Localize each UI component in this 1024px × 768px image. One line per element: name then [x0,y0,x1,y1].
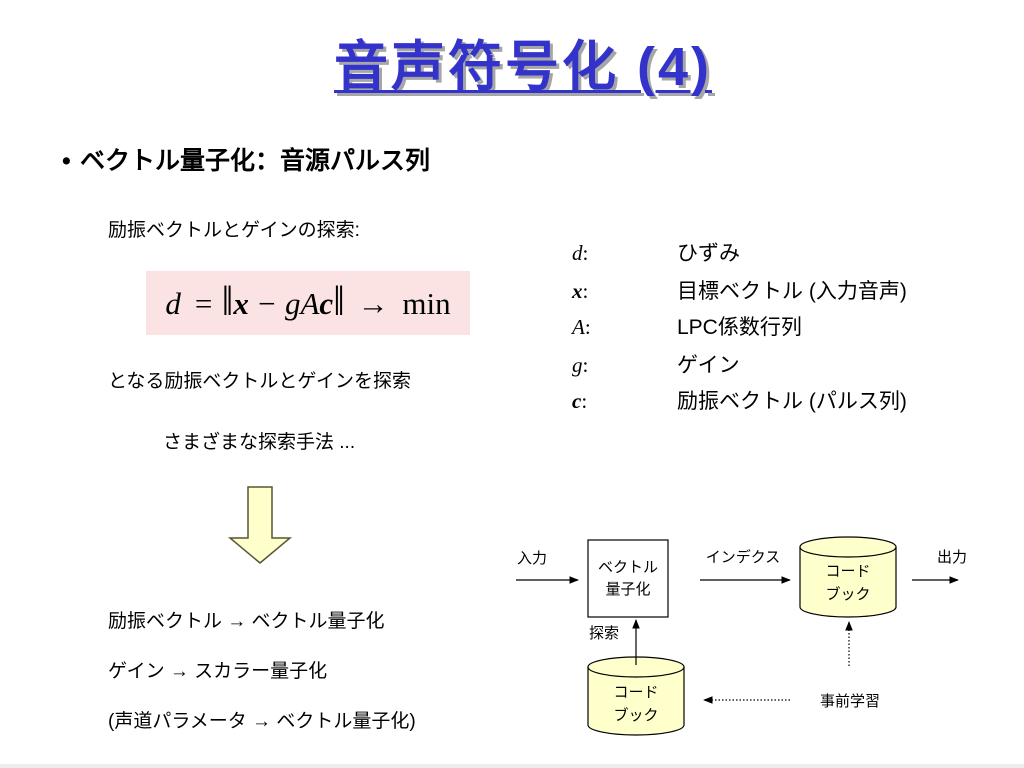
quantization-line-excitation: 励振ベクトル → ベクトル量子化 [108,611,385,632]
search-methods-text: さまざまな探索手法 ... [163,432,356,453]
legend-row-g: g:ゲイン [572,354,740,377]
legend-symbol: x [572,279,583,303]
legend-symbol: c [572,389,582,413]
formula-norm-open: ‖ [221,279,234,326]
output-label: 出力 [937,549,967,566]
legend-symbol-cell: c: [572,391,677,412]
training-label: 事前学習 [820,693,880,710]
legend-colon: : [582,241,589,265]
legend-description: ひずみ [677,242,740,265]
vector-quantizer-label-line1: ベクトル [598,559,658,576]
legend-description: LPC係数行列 [677,316,802,339]
legend-description: 目標ベクトル (入力音声) [677,280,907,303]
formula-arrow: → [357,285,389,321]
search-label-diagram: 探索 [589,625,619,642]
codebook-main-body [799,546,897,618]
codebook-main-label-line2: ブック [825,585,870,603]
quantization-line-vocal-tract: (声道パラメータ → ベクトル量子化) [108,711,416,732]
search-result-text: となる励振ベクトルとゲインを探索 [108,371,412,392]
index-label: インデクス [706,548,781,566]
formula-minus: − [258,285,276,321]
bullet-heading-text: ベクトル量子化：音源パルス列 [80,147,431,175]
formula-c: c [319,285,334,321]
legend-row-A: A:LPC係数行列 [572,316,802,339]
legend-row-d: d:ひずみ [572,242,740,265]
legend-row-x: x:目標ベクトル (入力音声) [572,280,907,303]
legend-colon: : [581,389,588,413]
formula-equals: = [194,285,213,321]
legend-row-c: c:励振ベクトル (パルス列) [572,390,907,413]
formula-box: d = ‖ x − g A c ‖ → min [146,271,470,335]
formula-d: d [165,285,181,321]
legend-symbol: d [572,241,583,265]
formula-x: x [233,285,249,321]
legend-symbol-cell: x: [572,281,677,302]
down-arrow [228,486,292,564]
bullet-marker: • [62,147,71,175]
formula-min: min [402,285,451,321]
legend-colon: : [584,315,591,339]
quantization-line-gain: ゲイン → スカラー量子化 [108,661,328,682]
codebook-training-label-line2: ブック [613,706,658,724]
legend-colon: : [582,353,589,377]
search-label: 励振ベクトルとゲインの探索: [108,220,360,241]
slide-title: 音声符号化 (4) [334,37,712,97]
legend-colon: : [582,279,589,303]
codebook-main-top [799,536,897,558]
bullet-heading: • ベクトル量子化：音源パルス列 [62,149,430,174]
vector-quantizer-label-line2: 量子化 [605,581,650,598]
legend-symbol-cell: A: [572,317,677,338]
codebook-training-label-line1: コード [613,684,658,701]
down-arrow-shape [228,486,292,564]
legend-description: 励振ベクトル (パルス列) [677,390,907,413]
legend-symbol-cell: d: [572,243,677,264]
legend-symbol-cell: g: [572,355,677,376]
formula-norm-close: ‖ [333,279,345,326]
vector-quantizer-box [587,539,669,618]
codebook-main-label-line1: コード [825,563,870,580]
slide-bottom-border [0,764,1024,768]
formula-A: A [300,285,320,321]
legend-symbol: A [572,315,585,339]
input-label: 入力 [517,550,547,567]
codebook-training-body [587,666,685,736]
formula-g: g [284,285,301,321]
vq-block-diagram: 入力 ベクトル 量子化 インデクス コード ブック 出力 探索 コード ブック … [516,536,967,736]
legend-symbol: g [572,353,583,377]
legend-description: ゲイン [677,354,740,377]
